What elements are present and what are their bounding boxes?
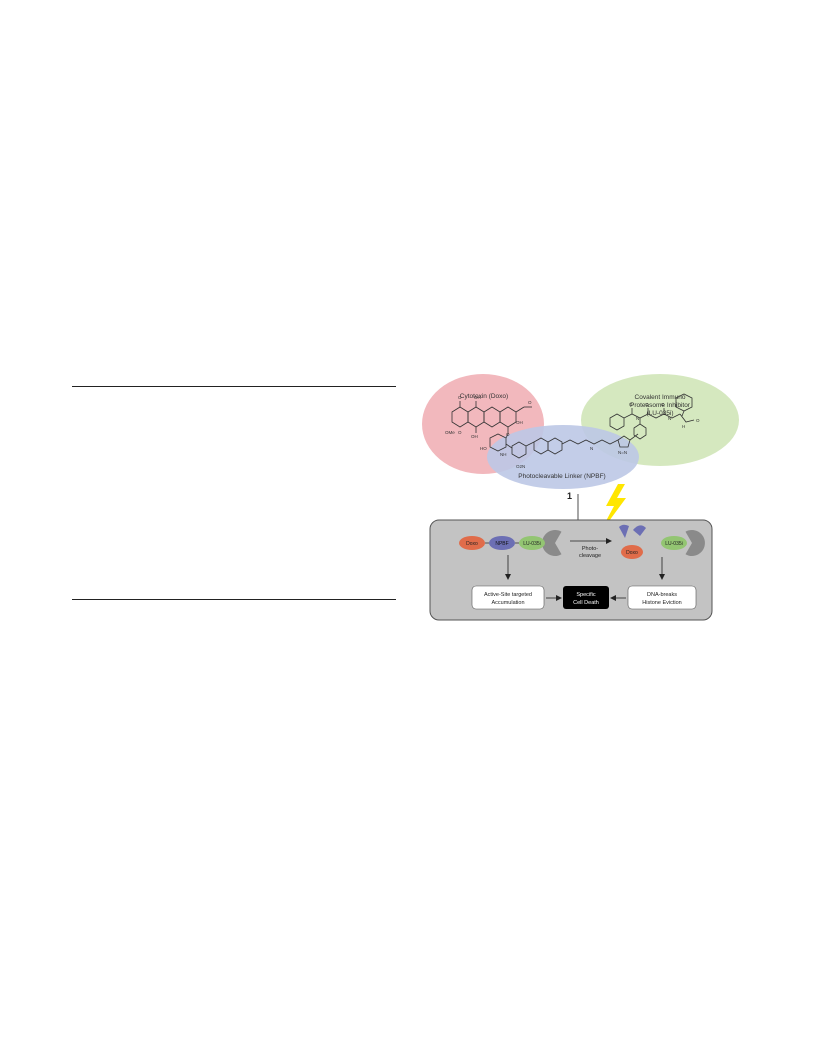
doxo-label-left: Doxo [466,541,478,547]
dna-to-death-arrowhead [610,595,616,601]
atom-o-ketone: O [528,400,532,405]
cytotoxin-label: Cytotoxin (Doxo) [460,393,508,400]
atom-o-sugar: O [506,432,510,437]
accumulation-to-death-arrowhead [556,595,562,601]
doxo-label-right: Doxo [626,550,638,556]
atom-o-peptide-3: O [661,402,665,407]
atom-o-epoxy: O [696,418,700,423]
mechanism-figure: Cytotoxin (Doxo) Covalent Immuno Proteas… [420,372,750,634]
mechanism-diagram: Cytotoxin (Doxo) Covalent Immuno Proteas… [422,374,739,621]
left-down-arrowhead [505,574,511,580]
atom-ome: OMe [445,430,455,435]
cell-death-box [563,586,609,609]
photocleavage-label-line1: Photo- [582,546,598,552]
atom-n-peptide: N [636,416,639,421]
chemical-atom-labels: O OH O OH OMe O OH O NH HO O2N N N=N O N… [445,395,700,469]
atom-n-chain: N [590,446,593,451]
atom-triazole: N=N [618,450,627,455]
inhibitor-label-line2: Proteasome Inhibitor [630,402,691,409]
proteasome-right [685,530,705,556]
atom-n-peptide-2: N [668,416,671,421]
atom-ho: HO [480,446,487,451]
photocleavage-label-line2: cleavage [579,553,601,559]
linker-blob [487,425,639,489]
dna-breaks-label-line1: DNA-breaks [647,592,677,598]
lu-label-right: LU-035i [665,541,683,547]
atom-h: H [682,424,685,429]
atom-oh-side: OH [516,420,523,425]
accumulation-box [471,585,545,610]
atom-o-peptide-2: O [645,402,649,407]
linker-label: Photocleavable Linker (NPBF) [518,473,605,480]
accumulation-label-line1: Active-Site targeted [484,592,532,598]
dna-breaks-box [627,585,697,610]
top-rule [72,386,396,387]
lu-pill-left [519,536,545,550]
atom-o-top: O [458,395,462,400]
npbf-label: NPBF [495,541,508,547]
atom-oh-bottom: OH [471,434,478,439]
lu-label-left: LU-035i [523,541,541,547]
cell-death-label-line2: Cell Death [573,600,599,606]
doxo-pill-left [459,536,485,550]
atom-oh-top: OH [474,395,481,400]
compound-number: 1 [567,491,572,501]
proteasome-left [542,530,562,556]
atom-o-bottom: O [458,430,462,435]
inhibitor-label-line3: (LU-035i) [646,410,673,417]
chemical-structure [451,393,695,459]
inhibitor-label-line1: Covalent Immuno [635,394,686,401]
atom-nh: NH [500,452,507,457]
npbf-fragment-1 [619,524,629,538]
accumulation-label-line2: Accumulation [491,600,524,606]
bottom-rule [72,599,396,600]
npbf-pill [489,536,515,550]
photocleavage-arrowhead [606,538,612,544]
doxo-pill-right [621,545,643,559]
lu-pill-right [661,536,687,550]
npbf-fragment-2 [633,525,646,536]
cell-death-label-line1: Specific [576,592,596,598]
atom-no2: O2N [516,464,525,469]
right-down-arrowhead [659,574,665,580]
atom-o-peptide: O [629,402,633,407]
dna-breaks-label-line2: Histone Eviction [642,600,681,606]
